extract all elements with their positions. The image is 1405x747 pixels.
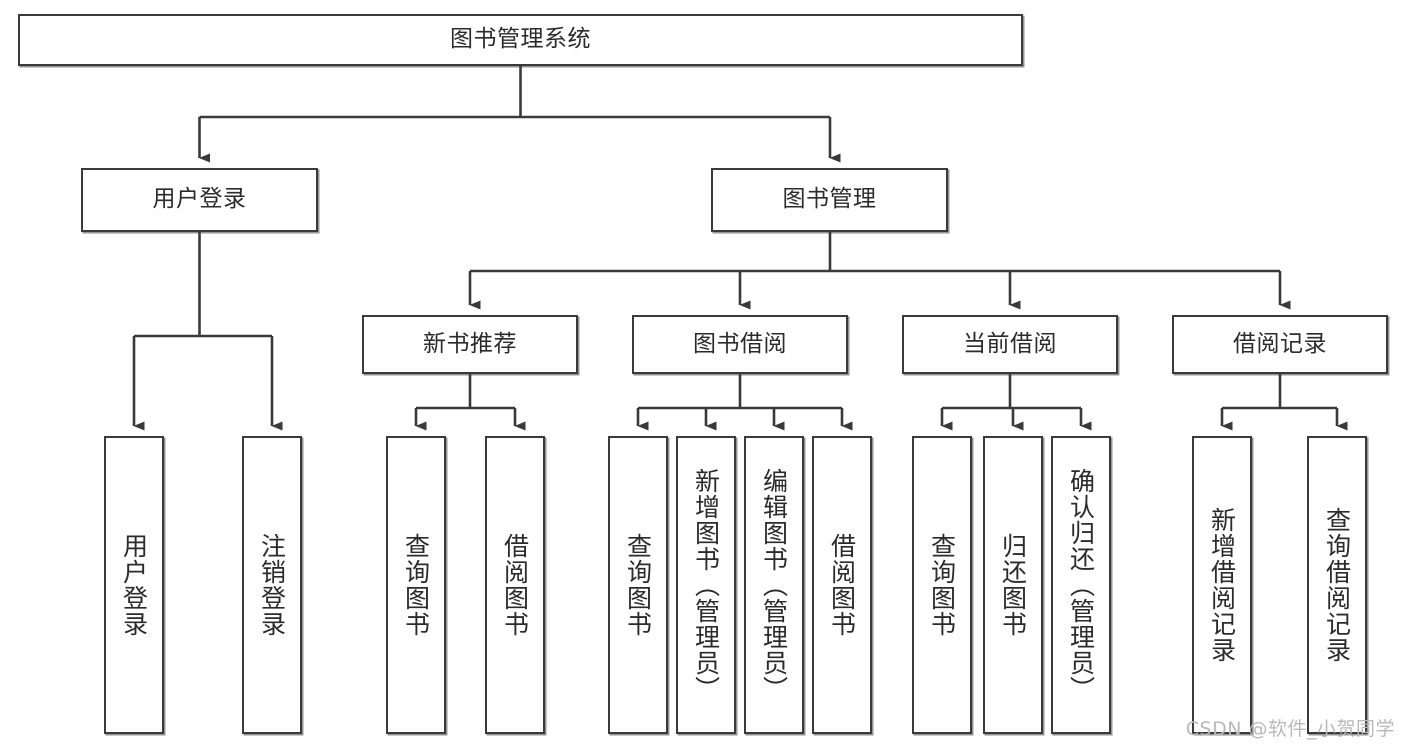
leaf-logout[interactable]: 注销登录: [242, 436, 302, 734]
node-book-management[interactable]: 图书管理: [711, 168, 948, 232]
leaf-borrow-book[interactable]: 借阅图书: [812, 436, 872, 734]
leaf-query-book-recommend[interactable]: 查询图书: [386, 436, 446, 734]
node-label: 确认归还（管理员）: [1066, 468, 1096, 702]
node-current-borrow[interactable]: 当前借阅: [902, 315, 1118, 374]
node-label: 新增图书（管理员）: [691, 468, 721, 702]
node-label: 用户登录: [152, 186, 247, 213]
leaf-add-borrow-record[interactable]: 新增借阅记录: [1192, 436, 1252, 734]
leaf-query-book-current[interactable]: 查询图书: [912, 436, 972, 734]
node-label: 图书管理: [782, 186, 877, 213]
node-label: 当前借阅: [963, 330, 1057, 357]
node-label: 新书推荐: [423, 330, 517, 357]
leaf-add-book-admin[interactable]: 新增图书（管理员）: [676, 436, 736, 734]
node-borrow-record[interactable]: 借阅记录: [1172, 315, 1388, 374]
node-new-book-recommend[interactable]: 新书推荐: [362, 315, 578, 374]
node-label: 借阅图书: [827, 533, 857, 637]
node-label: 图书管理系统: [450, 26, 591, 53]
leaf-query-book-borrow[interactable]: 查询图书: [608, 436, 668, 734]
leaf-query-borrow-record[interactable]: 查询借阅记录: [1307, 436, 1367, 734]
node-label: 用户登录: [119, 533, 149, 637]
leaf-return-book[interactable]: 归还图书: [983, 436, 1043, 734]
node-label: 新增借阅记录: [1207, 507, 1237, 663]
node-label: 查询图书: [623, 533, 653, 637]
watermark: CSDN @软件_小贺同学: [1185, 718, 1395, 740]
node-label: 注销登录: [257, 533, 287, 637]
node-root-system[interactable]: 图书管理系统: [18, 14, 1023, 66]
node-label: 图书借阅: [693, 330, 787, 357]
leaf-user-login[interactable]: 用户登录: [104, 436, 164, 734]
node-user-login[interactable]: 用户登录: [81, 168, 318, 232]
node-label: 归还图书: [998, 533, 1028, 637]
node-label: 查询图书: [927, 533, 957, 637]
node-label: 查询图书: [401, 533, 431, 637]
leaf-edit-book-admin[interactable]: 编辑图书（管理员）: [744, 436, 804, 734]
node-book-borrow[interactable]: 图书借阅: [632, 315, 848, 374]
node-label: 编辑图书（管理员）: [759, 468, 789, 702]
node-label: 借阅图书: [500, 533, 530, 637]
node-label: 查询借阅记录: [1322, 507, 1352, 663]
node-label: 借阅记录: [1233, 330, 1327, 357]
leaf-confirm-return-admin[interactable]: 确认归还（管理员）: [1051, 436, 1111, 734]
leaf-borrow-book-recommend[interactable]: 借阅图书: [485, 436, 545, 734]
